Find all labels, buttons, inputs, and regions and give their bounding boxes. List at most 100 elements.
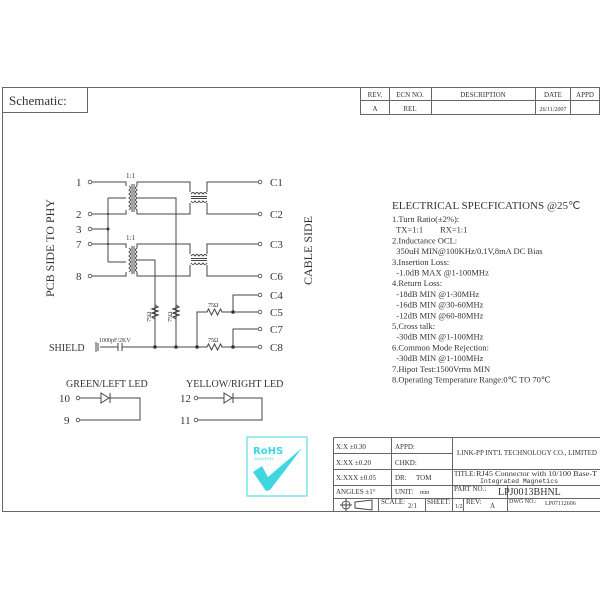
pcb-side-label: PCB SIDE TO PHY: [43, 199, 57, 297]
revision-table: REV. ECN NO. DESCRIPTION DATE APPD A REL…: [360, 87, 600, 115]
sheet-value: 1/2: [455, 504, 463, 510]
company-name: LINK-PP INT'L TECHNOLOGY CO., LIMITED: [457, 449, 597, 457]
pin-8-terminal: [87, 273, 93, 279]
checkmark-icon: [253, 448, 302, 491]
resistor-1-label: 75Ω: [147, 311, 153, 322]
rev-header: REV.: [368, 91, 383, 99]
spec-line: 3.Insertion Loss:: [392, 257, 449, 267]
spec-line: 5.Cross talk:: [392, 321, 435, 331]
spec-line: 2.Inductance OCL:: [392, 235, 457, 245]
pin-10-label: 10: [59, 393, 71, 405]
pin-c3-label: C3: [270, 239, 283, 251]
dwg-no-value: LP07112606: [545, 501, 576, 507]
pin-c5-label: C5: [270, 307, 283, 319]
scale-label: SCALE:: [381, 498, 405, 506]
dr-value: TOM: [416, 474, 432, 482]
projection-symbol-icon: [340, 499, 373, 511]
spec-line: 1.Turn Ratio(±2%):: [392, 214, 459, 224]
rev-value: A: [490, 502, 495, 510]
title-label: TITLE:: [454, 470, 475, 478]
schematic-circuit: 1 2 3 7 8 1:1 1:1: [49, 172, 283, 354]
pin-c4-label: C4: [270, 290, 283, 302]
pin-c8-label: C8: [270, 342, 283, 354]
shield-label: SHIELD: [49, 343, 85, 354]
pin-11-label: 11: [180, 415, 191, 427]
green-led-circuit: GREEN/LEFT LED 10 9: [59, 379, 148, 427]
date-header: DATE: [544, 91, 562, 99]
rohs-subtext: 2002/95/EC: [254, 457, 275, 461]
pin-2-label: 2: [76, 209, 82, 221]
electrical-specifications: ELECTRICAL SPECFICATIONS @25℃ 1.Turn Rat…: [392, 200, 580, 385]
resistor-4-label: 75Ω: [208, 338, 219, 344]
unit-label: UNIT:: [395, 488, 413, 496]
pin-c7-label: C7: [270, 324, 283, 336]
pin-1-label: 1: [76, 177, 82, 189]
spec-line: 7.Hipot Test:1500Vrms MIN: [392, 364, 490, 374]
description-header: DESCRIPTION: [460, 91, 506, 99]
transformer-top: 1:1: [126, 172, 138, 212]
part-no-label: PART NO.:: [454, 485, 486, 493]
specs-title: ELECTRICAL SPECFICATIONS @25℃: [392, 200, 580, 212]
title-line-1: RJ45 Connector with 10/100 Base-T: [476, 469, 597, 478]
common-mode-choke-bottom: [190, 254, 208, 265]
spec-line: 350uH MIN@100KHz/0.1V,8mA DC Bias: [392, 246, 543, 256]
spec-line: TX=1:1 RX=1:1: [392, 225, 468, 235]
spec-line: -30dB MIN @1-100MHz: [392, 332, 484, 342]
tolerance-x: X:X ±0.30: [336, 443, 366, 451]
tolerance-xxx: X:XXX ±0.05: [336, 474, 377, 482]
rohs-logo: RoHS 2002/95/EC: [246, 436, 308, 497]
dr-label: DR:: [395, 474, 407, 482]
sheet-label: SHEET:: [427, 498, 450, 506]
appd-header: APPD: [576, 91, 594, 99]
yellow-led-label: YELLOW/RIGHT LED: [186, 379, 283, 390]
pin-7-terminal: [87, 241, 93, 247]
date-value: 26/11/2007: [539, 107, 566, 113]
pin-2-terminal: [87, 211, 93, 217]
turn-ratio-bottom: 1:1: [126, 234, 135, 242]
turn-ratio-top: 1:1: [126, 172, 135, 180]
tolerance-angles: ANGLES ±1°: [336, 488, 376, 496]
spec-line: -16dB MIN @30-60MHz: [392, 300, 484, 310]
schematic-title: Schematic:: [9, 93, 67, 108]
ecn-header: ECN NO.: [396, 91, 424, 99]
ecn-value: REL: [403, 105, 416, 113]
rev-label: REV:: [466, 498, 481, 506]
pin-c1-label: C1: [270, 177, 283, 189]
transformer-bottom: 1:1: [126, 234, 138, 274]
resistor-3-label: 75Ω: [208, 303, 219, 309]
title-line-2: Integrated Magnetics: [480, 478, 558, 485]
dwg-no-label: DWG NO.:: [509, 499, 537, 505]
rohs-text: RoHS: [253, 446, 283, 457]
green-led-label: GREEN/LEFT LED: [66, 379, 148, 390]
cable-side-label: CABLE SIDE: [301, 216, 315, 285]
spec-line: 4.Return Loss:: [392, 278, 442, 288]
pin-c6-label: C6: [270, 271, 283, 283]
pin-c2-label: C2: [270, 209, 283, 221]
pin-9-label: 9: [64, 415, 70, 427]
spec-line: -18dB MIN @1-30MHz: [392, 289, 479, 299]
pin-12-label: 12: [180, 393, 191, 405]
spec-line: -12dB MIN @60-80MHz: [392, 310, 484, 320]
sheet-frame: [2, 87, 600, 512]
scale-value: 2/1: [408, 502, 417, 510]
pin-7-label: 7: [76, 239, 82, 251]
spec-line: -1.0dB MAX @1-100MHz: [392, 268, 489, 278]
tolerance-xx: X:XX ±0.20: [336, 459, 371, 467]
part-no-value: LPJ0013BHNL: [498, 487, 561, 498]
chkd-label: CHKD:: [395, 459, 417, 467]
yellow-led-circuit: YELLOW/RIGHT LED 12 11: [180, 379, 283, 427]
capacitor-label: 1000pF/2KV: [99, 338, 131, 344]
resistor-2-label: 75Ω: [168, 311, 174, 322]
rev-value: A: [372, 105, 377, 113]
pin-1-terminal: [87, 179, 93, 185]
appd-label: APPD:: [395, 443, 415, 451]
spec-line: 8.Operating Temperature Range:0℃ TO 70℃: [392, 375, 551, 385]
spec-line: -30dB MIN @1-100MHz: [392, 353, 484, 363]
schematic-title-box: [2, 87, 88, 113]
pin-3-terminal: [87, 226, 93, 232]
pin-3-label: 3: [76, 224, 82, 236]
pin-8-label: 8: [76, 271, 82, 283]
spec-line: 6.Common Mode Rejection:: [392, 342, 489, 352]
title-block: X:X ±0.30 X:XX ±0.20 X:XXX ±0.05 ANGLES …: [333, 437, 600, 511]
